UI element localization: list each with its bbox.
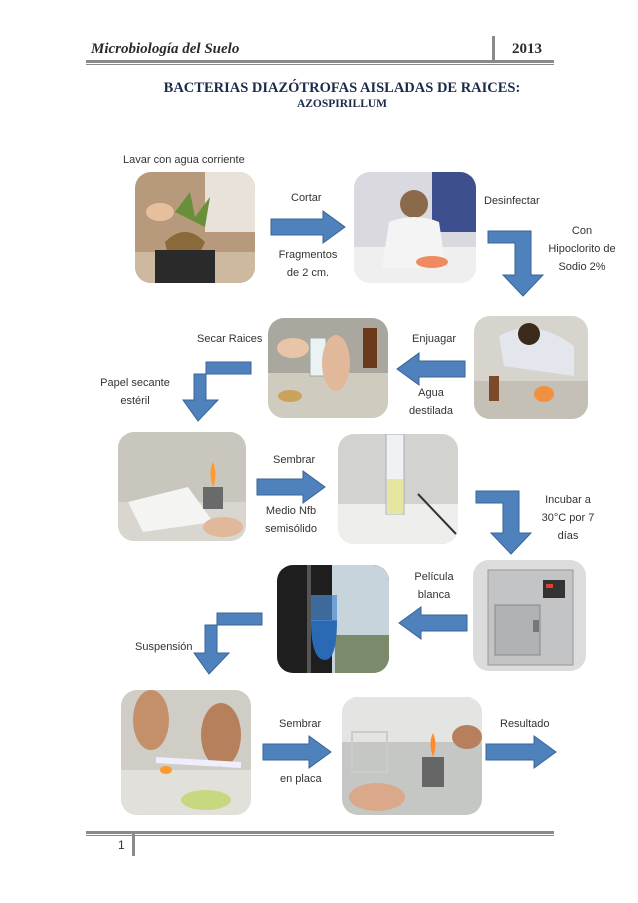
- page-title: BACTERIAS DIAZÓTROFAS AISLADAS DE RAICES…: [163, 80, 521, 96]
- label-incubate-line2: 30°C por 7: [541, 512, 595, 524]
- footer-rule: [86, 831, 554, 834]
- label-hypochlorite-line3: Sodio 2%: [558, 261, 606, 273]
- photo-burner-paper: [118, 432, 246, 541]
- photo-cutting-roots: [354, 172, 476, 283]
- label-disinfect: Desinfectar: [484, 195, 540, 207]
- page-number: 1: [118, 838, 125, 852]
- header-divider: [492, 36, 495, 62]
- label-sterile-paper: Papel secante estéril: [88, 374, 182, 410]
- label-sow-2: Sembrar: [279, 718, 322, 730]
- label-paper-line1: Papel secante: [100, 377, 170, 389]
- label-plate: en placa: [280, 773, 322, 785]
- arrow-right-icon: [262, 735, 332, 769]
- label-rinse: Enjuagar: [412, 333, 457, 345]
- header-rule-thin: [86, 64, 554, 65]
- photo-incubator: [473, 560, 586, 671]
- arrow-right-icon: [270, 210, 346, 244]
- photo-pipetting: [121, 690, 251, 815]
- label-incubate-line1: Incubar a: [545, 494, 591, 506]
- label-sow: Sembrar: [273, 454, 316, 466]
- header-subject: Microbiología del Suelo: [91, 41, 240, 57]
- arrow-turn-down-left-icon: [193, 612, 263, 675]
- label-wash: Lavar con agua corriente: [123, 154, 245, 166]
- photo-rinsing: [474, 316, 588, 419]
- label-cut: Cortar: [291, 192, 322, 204]
- footer-divider: [132, 834, 135, 856]
- label-fragments-line2: de 2 cm.: [286, 267, 330, 279]
- photo-plant-roots: [135, 172, 255, 283]
- photo-plating: [342, 697, 482, 815]
- label-distilled-water: Agua destilada: [396, 384, 466, 420]
- photo-test-tube: [338, 434, 458, 544]
- arrow-turn-down-icon: [475, 490, 533, 555]
- label-medium-line2: semisólido: [265, 523, 317, 535]
- label-paper-line2: estéril: [120, 395, 150, 407]
- label-hypochlorite: Con Hipoclorito de Sodio 2%: [540, 222, 624, 276]
- arrow-right-icon: [256, 470, 326, 504]
- label-hypochlorite-line1: Con: [571, 225, 593, 237]
- label-suspension: Suspensión: [135, 641, 193, 653]
- footer-rule-thin: [86, 835, 554, 836]
- label-white-film: Película blanca: [402, 568, 466, 604]
- arrow-turn-down-icon: [487, 230, 545, 297]
- label-result: Resultado: [500, 718, 550, 730]
- label-medium-line1: Medio Nfb: [265, 505, 317, 517]
- label-fragments-line1: Fragmentos: [278, 249, 338, 261]
- label-dry-roots: Secar Raices: [197, 333, 263, 345]
- label-film-line2: blanca: [417, 589, 451, 601]
- photo-drying-roots: [268, 318, 388, 418]
- header-rule: [86, 60, 554, 63]
- label-medium: Medio Nfb semisólido: [256, 502, 326, 538]
- arrow-turn-down-left-icon: [182, 361, 252, 422]
- label-incubate-line3: días: [557, 530, 579, 542]
- page-subtitle: AZOSPIRILLUM: [296, 98, 388, 110]
- label-water-line1: Agua: [418, 387, 444, 399]
- label-film-line1: Película: [414, 571, 454, 583]
- label-hypochlorite-line2: Hipoclorito de: [548, 243, 616, 255]
- label-incubate: Incubar a 30°C por 7 días: [525, 491, 611, 545]
- header-year: 2013: [512, 41, 542, 57]
- arrow-left-icon: [396, 352, 466, 386]
- photo-blue-suspension: [277, 565, 389, 673]
- label-fragments: Fragmentos de 2 cm.: [270, 246, 346, 282]
- arrow-right-icon: [485, 735, 557, 769]
- label-water-line2: destilada: [408, 405, 454, 417]
- arrow-left-icon: [398, 606, 468, 640]
